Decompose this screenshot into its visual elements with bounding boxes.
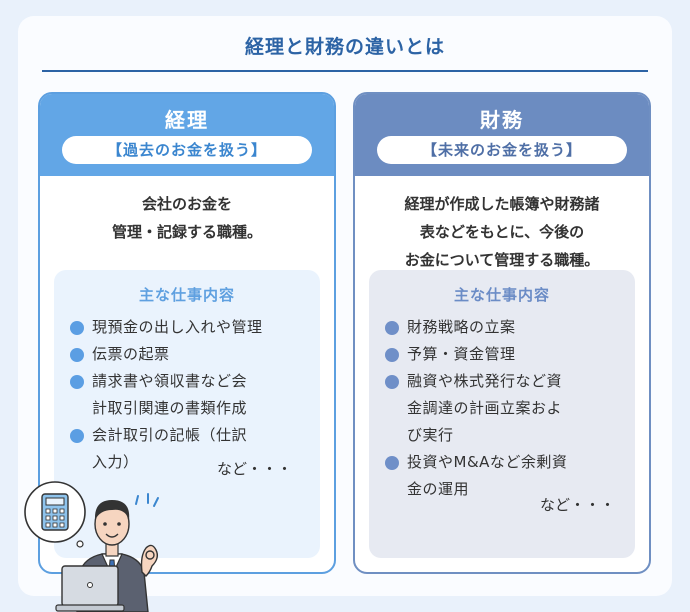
laptop-icon (55, 565, 125, 612)
page-title: 経理と財務の違いとは (244, 36, 445, 58)
finance-duties-title: 主な仕事内容 (453, 286, 550, 304)
accounting-title: 経理 (165, 108, 209, 132)
accounting-duties-box: 主な仕事内容 現預金の出し入れや管理 伝票の起票 請求書や領収書など会 計取引関… (54, 270, 320, 558)
bullet-icon (70, 429, 84, 443)
bullet-icon (385, 456, 399, 470)
bullet-icon (385, 375, 399, 389)
accounting-duty-list: 現預金の出し入れや管理 伝票の起票 請求書や領収書など会 計取引関連の書類作成 … (70, 314, 308, 476)
businessman-illustration (24, 481, 159, 612)
list-item: 投資やM&Aなど余剰資 金の運用 (385, 449, 623, 503)
finance-card-header: 財務 【未来のお金を扱う】 (355, 94, 649, 176)
list-item: 現預金の出し入れや管理 (70, 314, 308, 341)
finance-duty-list: 財務戦略の立案 予算・資金管理 融資や株式発行など資 金調達の計画立案およ び実… (385, 314, 623, 503)
accounting-card-header: 経理 【過去のお金を扱う】 (40, 94, 334, 176)
finance-title: 財務 (480, 108, 524, 132)
accounting-description: 会社のお金を 管理・記録する職種。 (111, 195, 262, 241)
list-item: 融資や株式発行など資 金調達の計画立案およ び実行 (385, 368, 623, 449)
accounting-duties-title: 主な仕事内容 (138, 286, 235, 304)
list-item: 財務戦略の立案 (385, 314, 623, 341)
bullet-icon (385, 348, 399, 362)
finance-subtitle: 【未来のお金を扱う】 (377, 136, 627, 164)
list-item: 請求書や領収書など会 計取引関連の書類作成 (70, 368, 308, 422)
duty-text: 現預金の出し入れや管理 (92, 318, 263, 336)
duty-text: 請求書や領収書など会 計取引関連の書類作成 (92, 372, 248, 417)
accounting-subtitle: 【過去のお金を扱う】 (62, 136, 312, 164)
list-item: 会計取引の記帳（仕訳 入力） (70, 422, 308, 476)
finance-card: 財務 【未来のお金を扱う】 経理が作成した帳簿や財務諸 表などをもとに、今後の … (353, 92, 651, 574)
calculator-bubble-icon (24, 481, 86, 548)
duty-text: 融資や株式発行など資 金調達の計画立案およ び実行 (407, 372, 563, 444)
list-item: 伝票の起票 (70, 341, 308, 368)
bullet-icon (70, 321, 84, 335)
title-divider (42, 70, 648, 72)
finance-etc: など・・・ (539, 496, 615, 514)
duty-text: 会計取引の記帳（仕訳 入力） (92, 426, 248, 471)
bullet-icon (70, 348, 84, 362)
duty-text: 財務戦略の立案 (407, 318, 516, 336)
bullet-icon (70, 375, 84, 389)
finance-description: 経理が作成した帳簿や財務諸 表などをもとに、今後の お金について管理する職種。 (404, 195, 600, 269)
duty-text: 投資やM&Aなど余剰資 金の運用 (407, 453, 568, 498)
finance-duties-box: 主な仕事内容 財務戦略の立案 予算・資金管理 融資や株式発行など資 金調達の計画… (369, 270, 635, 558)
duty-text: 予算・資金管理 (407, 345, 516, 363)
accounting-etc: など・・・ (216, 460, 292, 478)
duty-text: 伝票の起票 (92, 345, 170, 363)
list-item: 予算・資金管理 (385, 341, 623, 368)
accounting-card: 経理 【過去のお金を扱う】 会社のお金を 管理・記録する職種。 主な仕事内容 現… (38, 92, 336, 574)
bullet-icon (385, 321, 399, 335)
